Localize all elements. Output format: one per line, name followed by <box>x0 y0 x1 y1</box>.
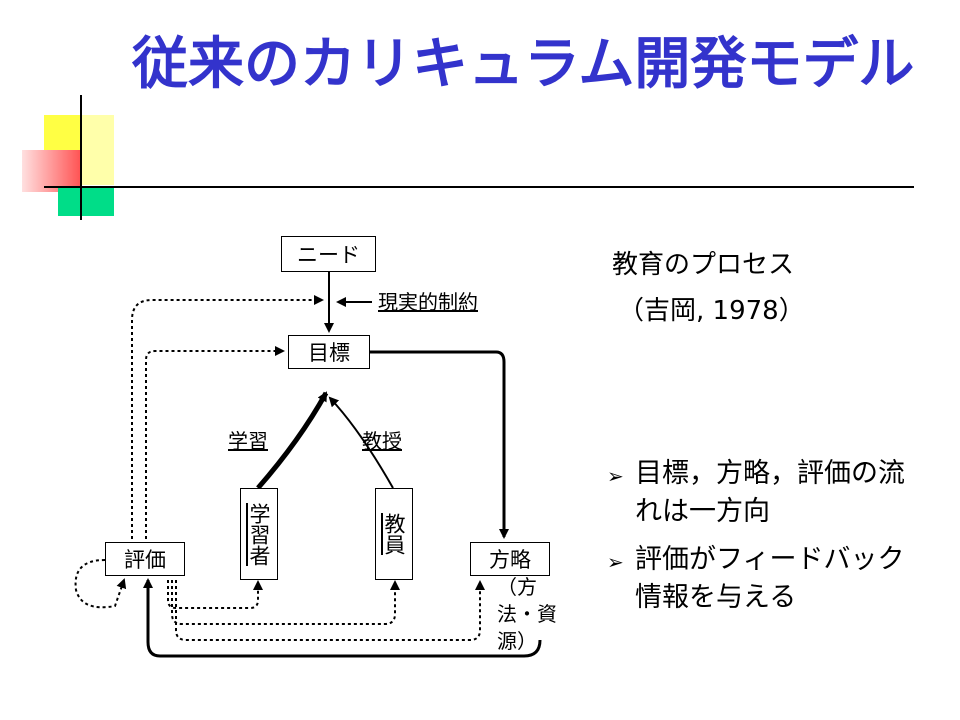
bullet-text: 評価がフィードバック情報を与える <box>635 544 905 613</box>
arrow-bullet-icon: ➢ <box>607 464 624 488</box>
need-label: ニード <box>297 243 360 267</box>
feedback-eval-to-learner <box>167 580 263 609</box>
feedback-eval-to-teacher <box>171 580 400 625</box>
arrow-evaluation-self-loop <box>74 559 127 609</box>
deco-red-block <box>22 150 80 192</box>
teaching-label: 教授 <box>362 429 402 453</box>
bullet-item: ➢ 目標，方略，評価の流れは一方向 <box>607 455 907 531</box>
deco-yellow-block-small <box>80 115 114 185</box>
need-box: ニード <box>281 236 376 272</box>
citation: （吉岡, 1978） <box>618 296 805 326</box>
arrow-learning <box>256 391 329 490</box>
arrow-bullet-icon: ➢ <box>607 550 624 574</box>
feedback-eval-to-strategy <box>175 580 485 641</box>
learner-box: 学習者 <box>240 488 278 580</box>
bullet-list: ➢ 目標，方略，評価の流れは一方向 ➢ 評価がフィードバック情報を与える <box>607 455 907 627</box>
constraint-label: 現実的制約 <box>378 290 478 314</box>
bullet-item: ➢ 評価がフィードバック情報を与える <box>607 541 907 617</box>
goal-label: 目標 <box>308 341 350 365</box>
goal-box: 目標 <box>288 335 370 369</box>
teacher-label: 教員 <box>382 513 406 555</box>
process-heading: 教育のプロセス <box>612 250 795 280</box>
deco-vertical-line <box>80 95 82 220</box>
slide-title: 従来のカリキュラム開発モデル <box>132 32 915 97</box>
feedback-eval-to-goal-inner <box>145 346 285 545</box>
bullet-text: 目標，方略，評価の流れは一方向 <box>635 458 905 527</box>
evaluation-box: 評価 <box>105 542 185 576</box>
strategy-box: 方略 <box>470 542 550 576</box>
arrow-strategy-to-evaluation <box>143 578 542 658</box>
learner-label: 学習者 <box>247 502 271 566</box>
feedback-eval-to-goal-outer <box>131 295 324 545</box>
strategy-sub-label: （方法・資源） <box>497 575 557 653</box>
learning-label: 学習 <box>228 429 268 453</box>
arrow-teaching <box>328 396 394 489</box>
teacher-box: 教員 <box>375 488 413 580</box>
deco-horizontal-line <box>44 186 914 188</box>
arrow-goal-to-strategy <box>370 350 509 539</box>
deco-green-block <box>58 188 114 216</box>
evaluation-label: 評価 <box>124 548 166 572</box>
strategy-label: 方略 <box>489 548 531 572</box>
